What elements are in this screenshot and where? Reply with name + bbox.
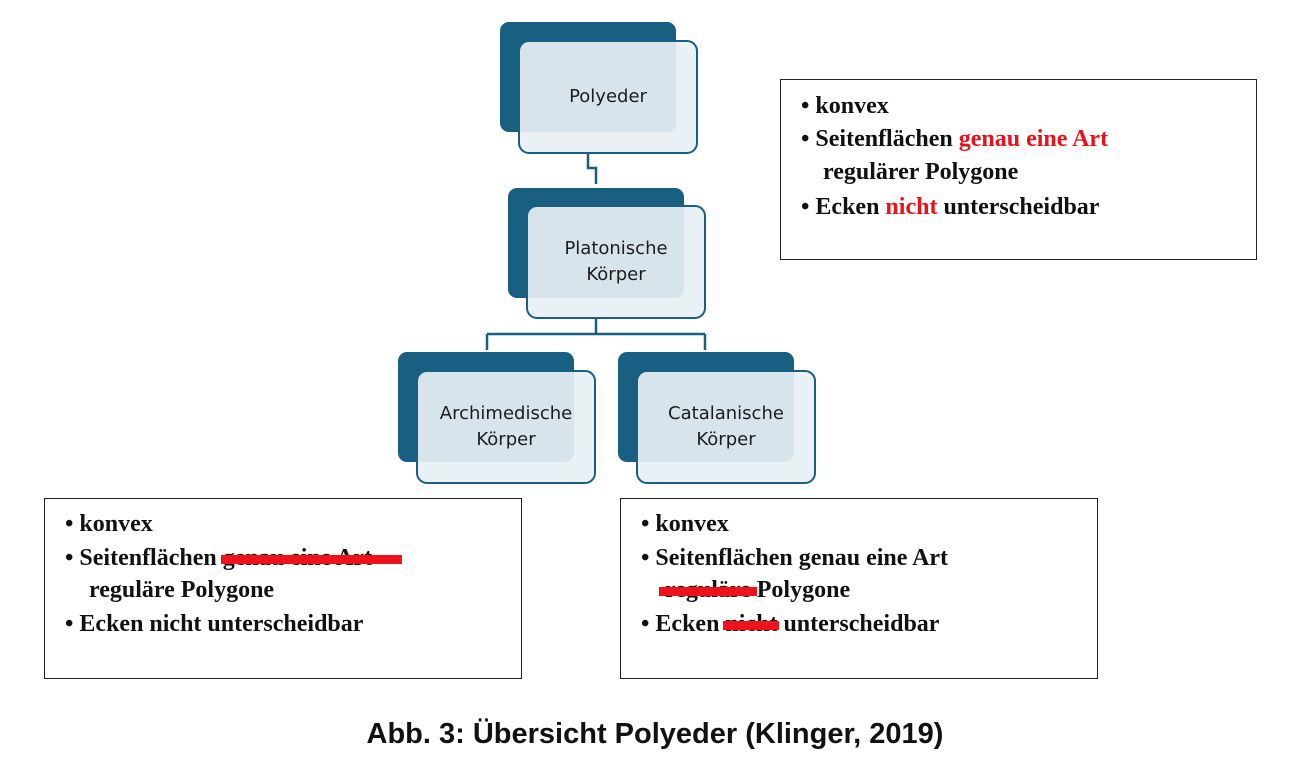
highlighted-text: nicht [885,194,938,220]
properties-box-catalan: • konvex • Seitenflächen genau eine Art … [620,498,1098,679]
property-line-continued: reguläre Polygone [89,577,274,604]
node-front-card: Polyeder [518,40,698,154]
bullet: • [641,611,650,637]
bullet: • [65,545,74,571]
highlighted-text: genau eine Art [958,126,1109,152]
property-text: Ecken [815,194,886,220]
node-label-line2: Körper [586,264,646,285]
properties-box-platonic: • konvex • Seitenflächen genau eine Art … [780,79,1257,260]
property-text: Ecken [655,611,726,637]
properties-box-archimedean: • konvex • Seitenflächen genau eine Art … [44,498,522,679]
struck-out-text: nicht [723,611,780,637]
node-front-card: Platonische Körper [526,205,706,319]
node-platonische-koerper: Platonische Körper [508,188,706,320]
property-line: • konvex [65,511,153,538]
figure-caption: Abb. 3: Übersicht Polyeder (Klinger, 201… [366,718,944,750]
property-text: unterscheidbar [777,611,940,637]
struck-out-text: reguläre [659,577,757,603]
node-label: Polyeder [569,86,647,107]
property-text: Polygone [750,577,851,603]
property-text: konvex [655,511,729,537]
property-text: Ecken nicht unterscheidbar [79,611,364,637]
property-line: • Seitenflächen genau eine Art [641,545,948,572]
property-line: • konvex [641,511,729,538]
property-line-continued: regulärer Polygone [823,159,1018,186]
node-label-line1: Platonische [564,238,668,259]
bullet: • [65,611,74,637]
bullet: • [641,545,650,571]
property-line: • Ecken nicht unterscheidbar [65,611,363,638]
property-line-continued: reguläre Polygone [659,577,851,604]
property-text: konvex [815,93,889,119]
connector-polyeder-platonisch [586,154,598,184]
property-text: Seitenflächen [815,126,959,152]
property-line: • Seitenflächen genau eine Art [801,126,1108,153]
node-label-line2: Körper [696,429,756,450]
node-catalanische-koerper: Catalanische Körper [618,352,816,486]
node-label-line1: Archimedische [439,403,573,424]
property-text: konvex [79,511,153,537]
node-front-card: Archimedische Körper [416,370,596,484]
bullet: • [801,194,810,220]
property-line: • konvex [801,93,889,120]
property-text: Seitenflächen [79,545,223,571]
node-archimedische-koerper: Archimedische Körper [398,352,596,486]
property-line: • Ecken nicht unterscheidbar [641,611,939,638]
property-text: regulärer Polygone [823,159,1019,185]
property-line: • Ecken nicht unterscheidbar [801,194,1099,221]
property-text: reguläre Polygone [89,577,275,603]
property-text: unterscheidbar [937,194,1100,220]
struck-out-text: genau eine Art [220,545,403,571]
node-label-line1: Catalanische [668,403,784,424]
bullet: • [641,511,650,537]
node-polyeder: Polyeder [500,22,698,156]
node-label-line2: Körper [476,429,536,450]
bullet: • [801,126,810,152]
bullet: • [65,511,74,537]
property-text: Seitenflächen genau eine Art [655,545,949,571]
property-line: • Seitenflächen genau eine Art [65,545,403,572]
bullet: • [801,93,810,119]
node-front-card: Catalanische Körper [636,370,816,484]
